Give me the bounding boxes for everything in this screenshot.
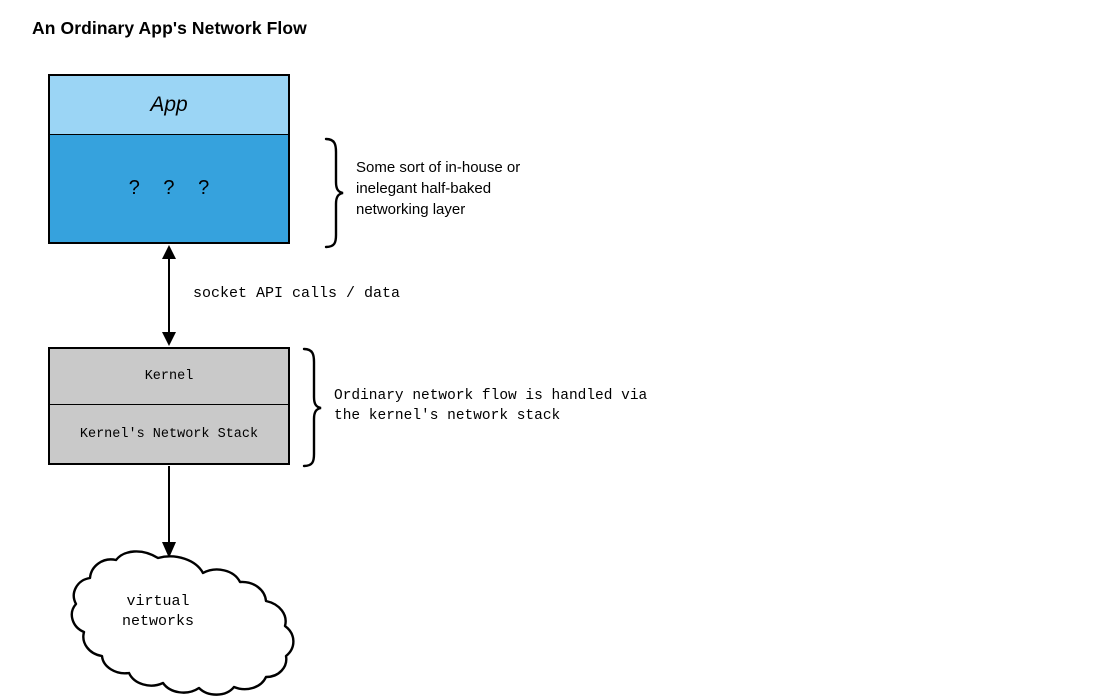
edge-socket-api-label: socket API calls / data [193, 285, 401, 302]
node-cloud-label: virtual networks [121, 593, 194, 630]
node-kernel: Kernel [48, 347, 290, 405]
brace-kernel [302, 347, 322, 468]
node-app: App [48, 74, 290, 135]
node-kernel-label: Kernel [144, 369, 194, 384]
node-app-label: App [150, 93, 188, 116]
page-title: An Ordinary App's Network Flow [32, 18, 307, 38]
annotation-networking-layer: Some sort of in-house or inelegant half-… [356, 159, 521, 218]
node-kernel-network-stack-label: Kernel's Network Stack [79, 426, 259, 442]
node-networking-layer-label: ? ? ? [128, 177, 219, 199]
edge-kernel-to-cloud-arrow [162, 466, 176, 558]
node-networking-layer: ? ? ? [48, 134, 290, 244]
annotation-kernel: Ordinary network flow is handled via the… [334, 388, 648, 424]
brace-networking-layer [324, 137, 344, 249]
edge-socket-api-arrow [162, 245, 176, 346]
node-kernel-network-stack: Kernel's Network Stack [48, 404, 290, 465]
